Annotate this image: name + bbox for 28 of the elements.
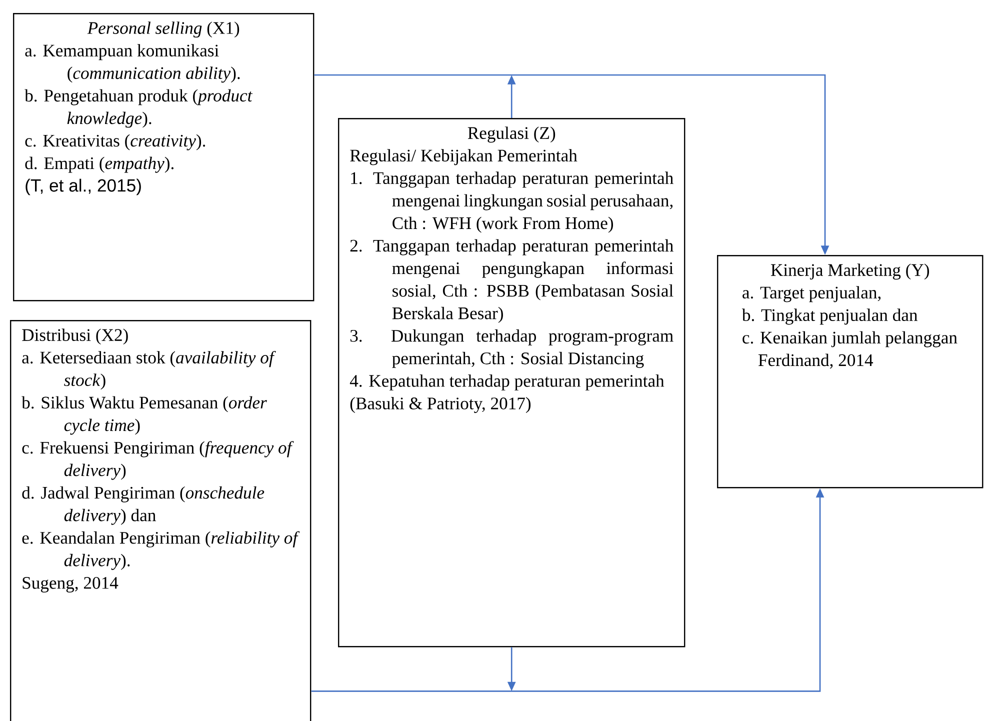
list-item: a. Ketersediaan stok (availability of stock)	[22, 350, 276, 390]
list-item: c. Kenaikan jumlah pelanggan	[742, 331, 958, 348]
list-item: b. Tingkat penjualan dan	[742, 308, 918, 325]
box-heading: Personal selling (X1)	[87, 22, 240, 38]
list-item: b. Pengetahuan produk (product knowledge).	[24, 89, 253, 128]
citation: Ferdinand, 2014	[758, 354, 874, 369]
list-item: 3. Dukungan terhadap program-program pemerintah, Cth : Sosial Distancing	[350, 329, 674, 368]
list-item: 1. Tanggapan terhadap peraturan pemerintah mengenai lingkungan sosial perusahaan, Cth : WFH (work From Home)	[351, 172, 674, 233]
variable-box	[10, 320, 312, 721]
list-item: 2. Tanggapan terhadap peraturan pemerintah mengenai pengungkapan informasi sosial, Cth : PSBB (Pembatasan Sosial Berskala Besar)	[350, 239, 674, 323]
variable-box	[717, 255, 984, 488]
list-item: e. Keandalan Pengiriman (reliability of delivery).	[22, 531, 300, 570]
list-item: d. Empati (empathy).	[25, 156, 174, 173]
list-item: c. Kreativitas (creativity).	[25, 134, 206, 150]
list-item: b. Siklus Waktu Pemesanan (order cycle time)	[22, 396, 267, 435]
box-heading: Regulasi/ Kebijakan Pemerintah	[350, 149, 578, 166]
citation: Sugeng, 2014	[22, 576, 118, 592]
box-heading: Kinerja Marketing (Y)	[770, 264, 929, 280]
variable-box	[13, 13, 314, 302]
list-item: a. Target penjualan,	[742, 286, 881, 302]
list-item: 4. Kepatuhan terhadap peraturan pemerintah	[350, 374, 664, 390]
citation: (Basuki & Patrioty, 2017)	[350, 397, 531, 414]
box-heading: Distribusi (X2)	[22, 328, 128, 345]
list-item: c. Frekuensi Pengiriman (frequency of delivery)	[22, 441, 294, 480]
citation: (T, et al., 2015)	[26, 178, 141, 196]
variable-box	[338, 118, 686, 648]
list-item: a. Kemampuan komunikasi (communication ability).	[25, 44, 240, 83]
box-heading: Regulasi (Z)	[468, 126, 556, 143]
